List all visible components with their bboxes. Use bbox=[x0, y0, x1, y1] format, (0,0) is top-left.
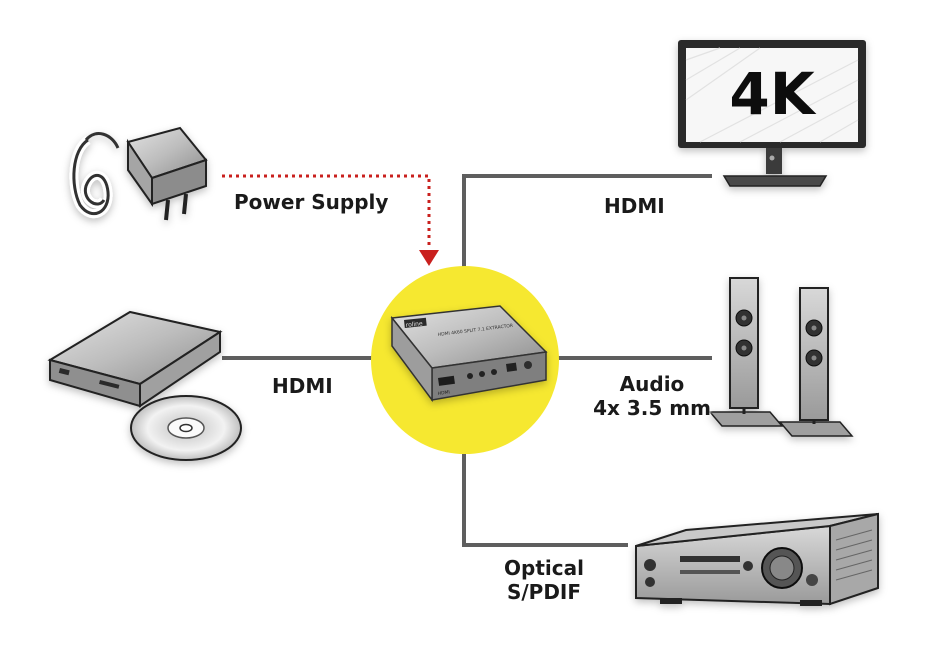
hdmi-output-line bbox=[462, 174, 712, 292]
optical-output-label: Optical S/PDIF bbox=[496, 556, 592, 604]
disc-player-image bbox=[47, 310, 242, 461]
splitter-port-label: HDMI bbox=[437, 389, 450, 397]
hdmi-output-label: HDMI bbox=[604, 194, 665, 218]
av-receiver-image bbox=[635, 512, 879, 606]
monitor-resolution-label: 4K bbox=[729, 60, 816, 128]
connection-lines bbox=[222, 174, 712, 547]
audio-label-line1: Audio bbox=[619, 372, 685, 396]
optical-label-line1: Optical bbox=[504, 556, 584, 580]
optical-label-line2: S/PDIF bbox=[506, 580, 582, 604]
hdmi-input-label: HDMI bbox=[272, 374, 333, 398]
splitter-hub: roline HDMI 4K60 SPLIT 7.1 EXTRACTOR HDM… bbox=[371, 266, 559, 454]
power-arrow bbox=[222, 174, 439, 266]
optical-output-line bbox=[462, 452, 628, 547]
splitter-brand-label: roline bbox=[405, 320, 423, 329]
power-supply-label: Power Supply bbox=[234, 190, 389, 214]
monitor-image: 4K bbox=[678, 40, 866, 187]
speakers-image bbox=[708, 277, 854, 437]
power-adapter-image bbox=[69, 126, 208, 221]
audio-output-label: Audio 4x 3.5 mm bbox=[592, 372, 712, 420]
audio-label-line2: 4x 3.5 mm bbox=[593, 396, 711, 420]
splitter-device: roline HDMI 4K60 SPLIT 7.1 EXTRACTOR HDM… bbox=[390, 305, 548, 403]
